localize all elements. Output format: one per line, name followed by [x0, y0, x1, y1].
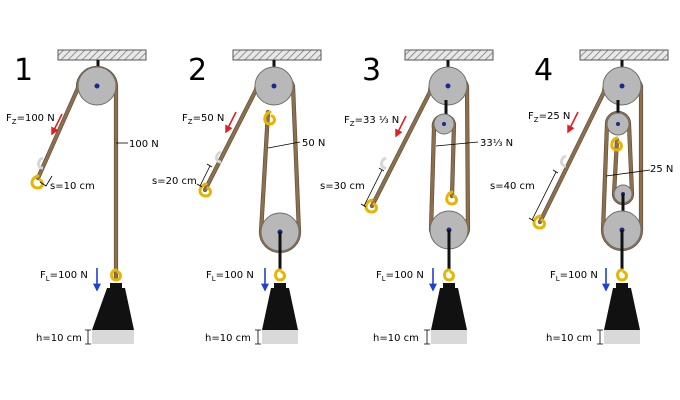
floor-block	[604, 330, 640, 344]
load-hook	[616, 268, 628, 282]
load-label: FL=100 N	[40, 270, 88, 283]
effort-label: FZ=33 ⅓ N	[344, 115, 399, 128]
floor-block	[92, 330, 134, 344]
pull-distance-label: s=40 cm	[490, 181, 535, 192]
ceiling	[57, 49, 147, 61]
ceiling	[232, 49, 322, 61]
load-hook	[443, 268, 455, 282]
lift-height-marker	[255, 329, 261, 345]
floor-block	[431, 330, 467, 344]
effort-arrow	[225, 111, 237, 134]
effort-label: FZ=50 N	[182, 113, 224, 126]
effort-hook	[364, 198, 378, 214]
tension-leader	[267, 141, 301, 149]
load-weight	[262, 283, 298, 330]
load-weight	[604, 283, 640, 330]
tension-leader	[605, 169, 651, 177]
rope-tension-label: 33⅓ N	[480, 138, 513, 149]
lift-height-marker	[597, 329, 603, 345]
load-hook	[274, 268, 286, 282]
pulley-axle	[442, 122, 446, 126]
panel-number: 3	[362, 53, 381, 88]
lift-height-label: h=10 cm	[546, 333, 592, 344]
ceiling	[579, 49, 669, 61]
effort-hook	[198, 182, 212, 198]
panel-1: 1 FZ=100 N s=10 cm 100 N FL=100 N	[6, 49, 159, 345]
load-hook	[110, 268, 122, 282]
pull-distance-marker	[528, 169, 559, 222]
effort-arrow	[395, 115, 407, 138]
effort-hook	[30, 174, 44, 190]
load-label: FL=100 N	[550, 270, 598, 283]
pulley-axle	[271, 83, 277, 89]
anchor-hook	[263, 110, 276, 126]
panel-3: 3 FZ=33 ⅓ N s=30 cm 33⅓ N FL=100 N	[320, 49, 513, 345]
pull-distance-label: s=30 cm	[320, 181, 365, 192]
pull-distance-label: s=20 cm	[152, 176, 197, 187]
rope-tension-label: 50 N	[302, 138, 325, 149]
pull-distance-marker	[39, 175, 53, 187]
pulley-axle	[94, 83, 100, 89]
lift-height-marker	[85, 329, 91, 345]
anchor-hook	[445, 190, 458, 206]
panel-4: 4 FZ=25 N s=40 cm 25 N FL=100 N	[490, 49, 673, 345]
panel-2: 2 FZ=50 N s=20 cm 50 N FL=100 N h=10 cm	[152, 49, 325, 345]
pull-distance-marker	[360, 167, 385, 208]
ceiling	[404, 49, 494, 61]
load-weight	[92, 283, 134, 330]
hook-start-position	[37, 156, 44, 170]
effort-arrow	[567, 111, 579, 134]
anchor-hook	[610, 136, 623, 152]
pulley-axle	[619, 83, 625, 89]
rope-tension-label: 25 N	[650, 164, 673, 175]
lift-height-label: h=10 cm	[205, 333, 251, 344]
lift-height-marker	[424, 329, 430, 345]
lift-height-label: h=10 cm	[36, 333, 82, 344]
pulley-axle	[616, 122, 620, 126]
effort-label: FZ=25 N	[528, 111, 570, 124]
load-weight	[431, 283, 467, 330]
rope-tension-label: 100 N	[129, 139, 159, 150]
floor-block	[262, 330, 298, 344]
effort-label: FZ=100 N	[6, 113, 55, 126]
load-label: FL=100 N	[206, 270, 254, 283]
tension-leader	[435, 141, 479, 147]
hook-start-position	[215, 150, 222, 164]
panel-number: 1	[14, 53, 33, 88]
effort-hook	[532, 214, 546, 230]
panel-number: 2	[188, 53, 207, 88]
pulley-axle	[445, 83, 451, 89]
load-label: FL=100 N	[376, 270, 424, 283]
lift-height-label: h=10 cm	[373, 333, 419, 344]
hook-start-position	[380, 156, 387, 170]
hook-start-position	[560, 154, 567, 168]
panel-number: 4	[534, 53, 553, 88]
pull-distance-label: s=10 cm	[50, 181, 95, 192]
effort-arrow	[51, 113, 63, 136]
pull-distance-marker	[196, 163, 213, 188]
